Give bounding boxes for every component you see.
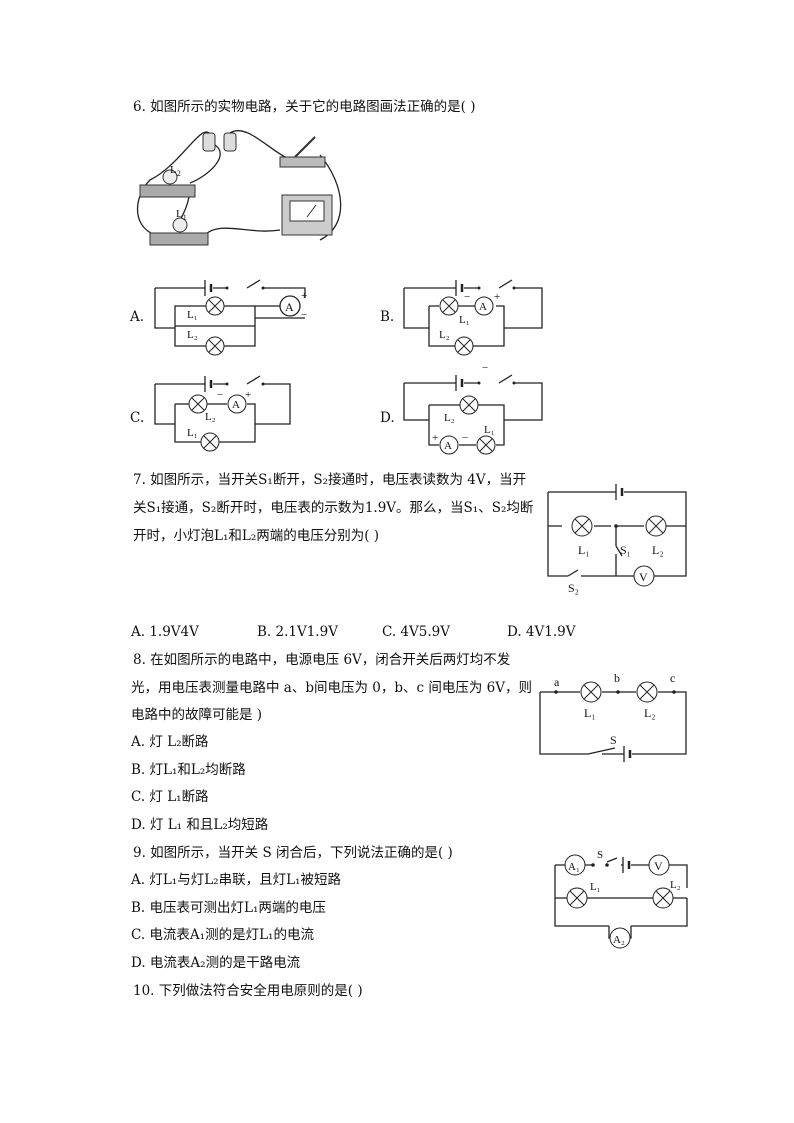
svg-text:L₁: L₁ bbox=[578, 543, 590, 557]
svg-text:+: + bbox=[301, 290, 307, 302]
svg-text:L₁: L₁ bbox=[187, 427, 198, 439]
q8-option-a[interactable]: A. 灯 L₂断路 bbox=[131, 734, 209, 750]
q8-option-c[interactable]: C. 灯 L₁断路 bbox=[131, 789, 209, 805]
q6-option-d-circuit: − A + − L₂ L₁ bbox=[403, 362, 543, 455]
q6-option-d-label[interactable]: D. bbox=[380, 410, 395, 426]
svg-text:L₂: L₂ bbox=[205, 411, 216, 423]
svg-text:L₂: L₂ bbox=[187, 329, 198, 341]
q7-stem-line3: 开时，小灯泡L₁和L₂两端的电压分别为( ) bbox=[133, 528, 380, 544]
svg-text:−: − bbox=[217, 389, 223, 401]
photo-l1-label: L1 bbox=[176, 208, 187, 222]
q6-option-c-label[interactable]: C. bbox=[130, 410, 145, 426]
svg-text:−: − bbox=[482, 362, 488, 374]
svg-text:L₂: L₂ bbox=[439, 329, 450, 341]
svg-text:A₁: A₁ bbox=[568, 861, 580, 873]
svg-text:L₁: L₁ bbox=[459, 314, 470, 326]
svg-text:L₂: L₂ bbox=[644, 706, 656, 720]
svg-text:L₁: L₁ bbox=[187, 309, 198, 321]
svg-text:A: A bbox=[285, 300, 294, 314]
q7-option-d[interactable]: D. 4V1.9V bbox=[507, 624, 576, 640]
svg-text:A₂: A₂ bbox=[613, 934, 625, 946]
q8-stem-line2: 光，用电压表测量电路中 a、b间电压为 0，b、c 间电压为 6V，则 bbox=[131, 680, 532, 696]
svg-text:−: − bbox=[464, 291, 470, 303]
svg-text:L₂: L₂ bbox=[444, 412, 455, 424]
svg-text:a: a bbox=[554, 675, 560, 689]
q8-stem-line3: 电路中的故障可能是 ) bbox=[131, 707, 263, 723]
svg-text:A: A bbox=[444, 440, 452, 452]
q7-option-b[interactable]: B. 2.1V1.9V bbox=[257, 624, 338, 640]
svg-text:A: A bbox=[479, 301, 487, 313]
photo-l2-label: L2 bbox=[170, 164, 181, 178]
q8-option-d[interactable]: D. 灯 L₁ 和且L₂均短路 bbox=[131, 817, 269, 833]
q8-option-b[interactable]: B. 灯L₁和L₂均断路 bbox=[131, 762, 246, 778]
svg-text:−: − bbox=[462, 432, 468, 444]
q6-option-b-label[interactable]: B. bbox=[380, 309, 395, 325]
svg-text:L₂: L₂ bbox=[652, 543, 664, 557]
svg-text:L₂: L₂ bbox=[670, 879, 681, 891]
svg-text:−: − bbox=[301, 309, 307, 321]
q6-physical-circuit-figure: L2 L1 bbox=[137, 130, 342, 246]
q9-stem: 9. 如图所示，当开关 S 闭合后，下列说法正确的是( ) bbox=[133, 845, 453, 861]
q6-option-b-circuit: A − + L₁ L₂ bbox=[403, 279, 543, 356]
svg-text:V: V bbox=[639, 570, 648, 584]
q6-stem: 6. 如图所示的实物电路，关于它的电路图画法正确的是( ) bbox=[133, 99, 476, 115]
svg-text:+: + bbox=[245, 389, 251, 401]
q7-option-a[interactable]: A. 1.9V4V bbox=[131, 624, 199, 640]
q9-option-b[interactable]: B. 电压表可测出灯L₁两端的电压 bbox=[131, 900, 326, 916]
q9-option-a[interactable]: A. 灯L₁与灯L₂串联，且灯L₁被短路 bbox=[131, 872, 341, 888]
q6-option-c-circuit: A − + L₂ L₁ bbox=[154, 375, 291, 452]
svg-text:b: b bbox=[614, 671, 620, 685]
svg-text:V: V bbox=[654, 859, 663, 873]
q10-stem: 10. 下列做法符合安全用电原则的是( ) bbox=[133, 983, 363, 999]
svg-text:L₁: L₁ bbox=[484, 424, 495, 436]
svg-text:L₁: L₁ bbox=[590, 881, 601, 893]
q6-option-a-circuit: A + − L₁ L₂ bbox=[154, 279, 307, 356]
q7-stem-line1: 7. 如图所示，当开关S₁断开，S₂接通时，电压表读数为 4V，当开 bbox=[133, 472, 527, 488]
q9-option-c[interactable]: C. 电流表A₁测的是灯L₁的电流 bbox=[131, 927, 314, 943]
svg-text:c: c bbox=[670, 671, 675, 685]
q8-stem-line1: 8. 在如图所示的电路中，电源电压 6V，闭合开关后两灯均不发 bbox=[133, 652, 511, 668]
svg-text:A: A bbox=[232, 399, 240, 411]
q9-circuit-figure: A₁ V A₂ S L₁ L₂ bbox=[554, 849, 688, 949]
svg-text:S: S bbox=[597, 849, 603, 861]
svg-text:S: S bbox=[610, 733, 617, 747]
q7-option-c[interactable]: C. 4V5.9V bbox=[382, 624, 450, 640]
svg-text:+: + bbox=[432, 432, 438, 444]
q7-stem-line2: 关S₁接通，S₂断开时，电压表的示数为1.9V。那么，当S₁、S₂均断 bbox=[133, 500, 534, 516]
q8-circuit-figure: a b c L₁ L₂ S bbox=[539, 671, 687, 762]
q6-option-a-label[interactable]: A. bbox=[130, 309, 145, 325]
svg-text:+: + bbox=[494, 291, 500, 303]
svg-text:L₁: L₁ bbox=[584, 706, 596, 720]
svg-text:S₂: S₂ bbox=[568, 581, 579, 595]
q9-option-d[interactable]: D. 电流表A₂测的是干路电流 bbox=[131, 955, 301, 971]
svg-text:S₁: S₁ bbox=[620, 543, 631, 557]
q7-circuit-figure: V L₁ S₁ L₂ S₂ bbox=[547, 484, 687, 595]
